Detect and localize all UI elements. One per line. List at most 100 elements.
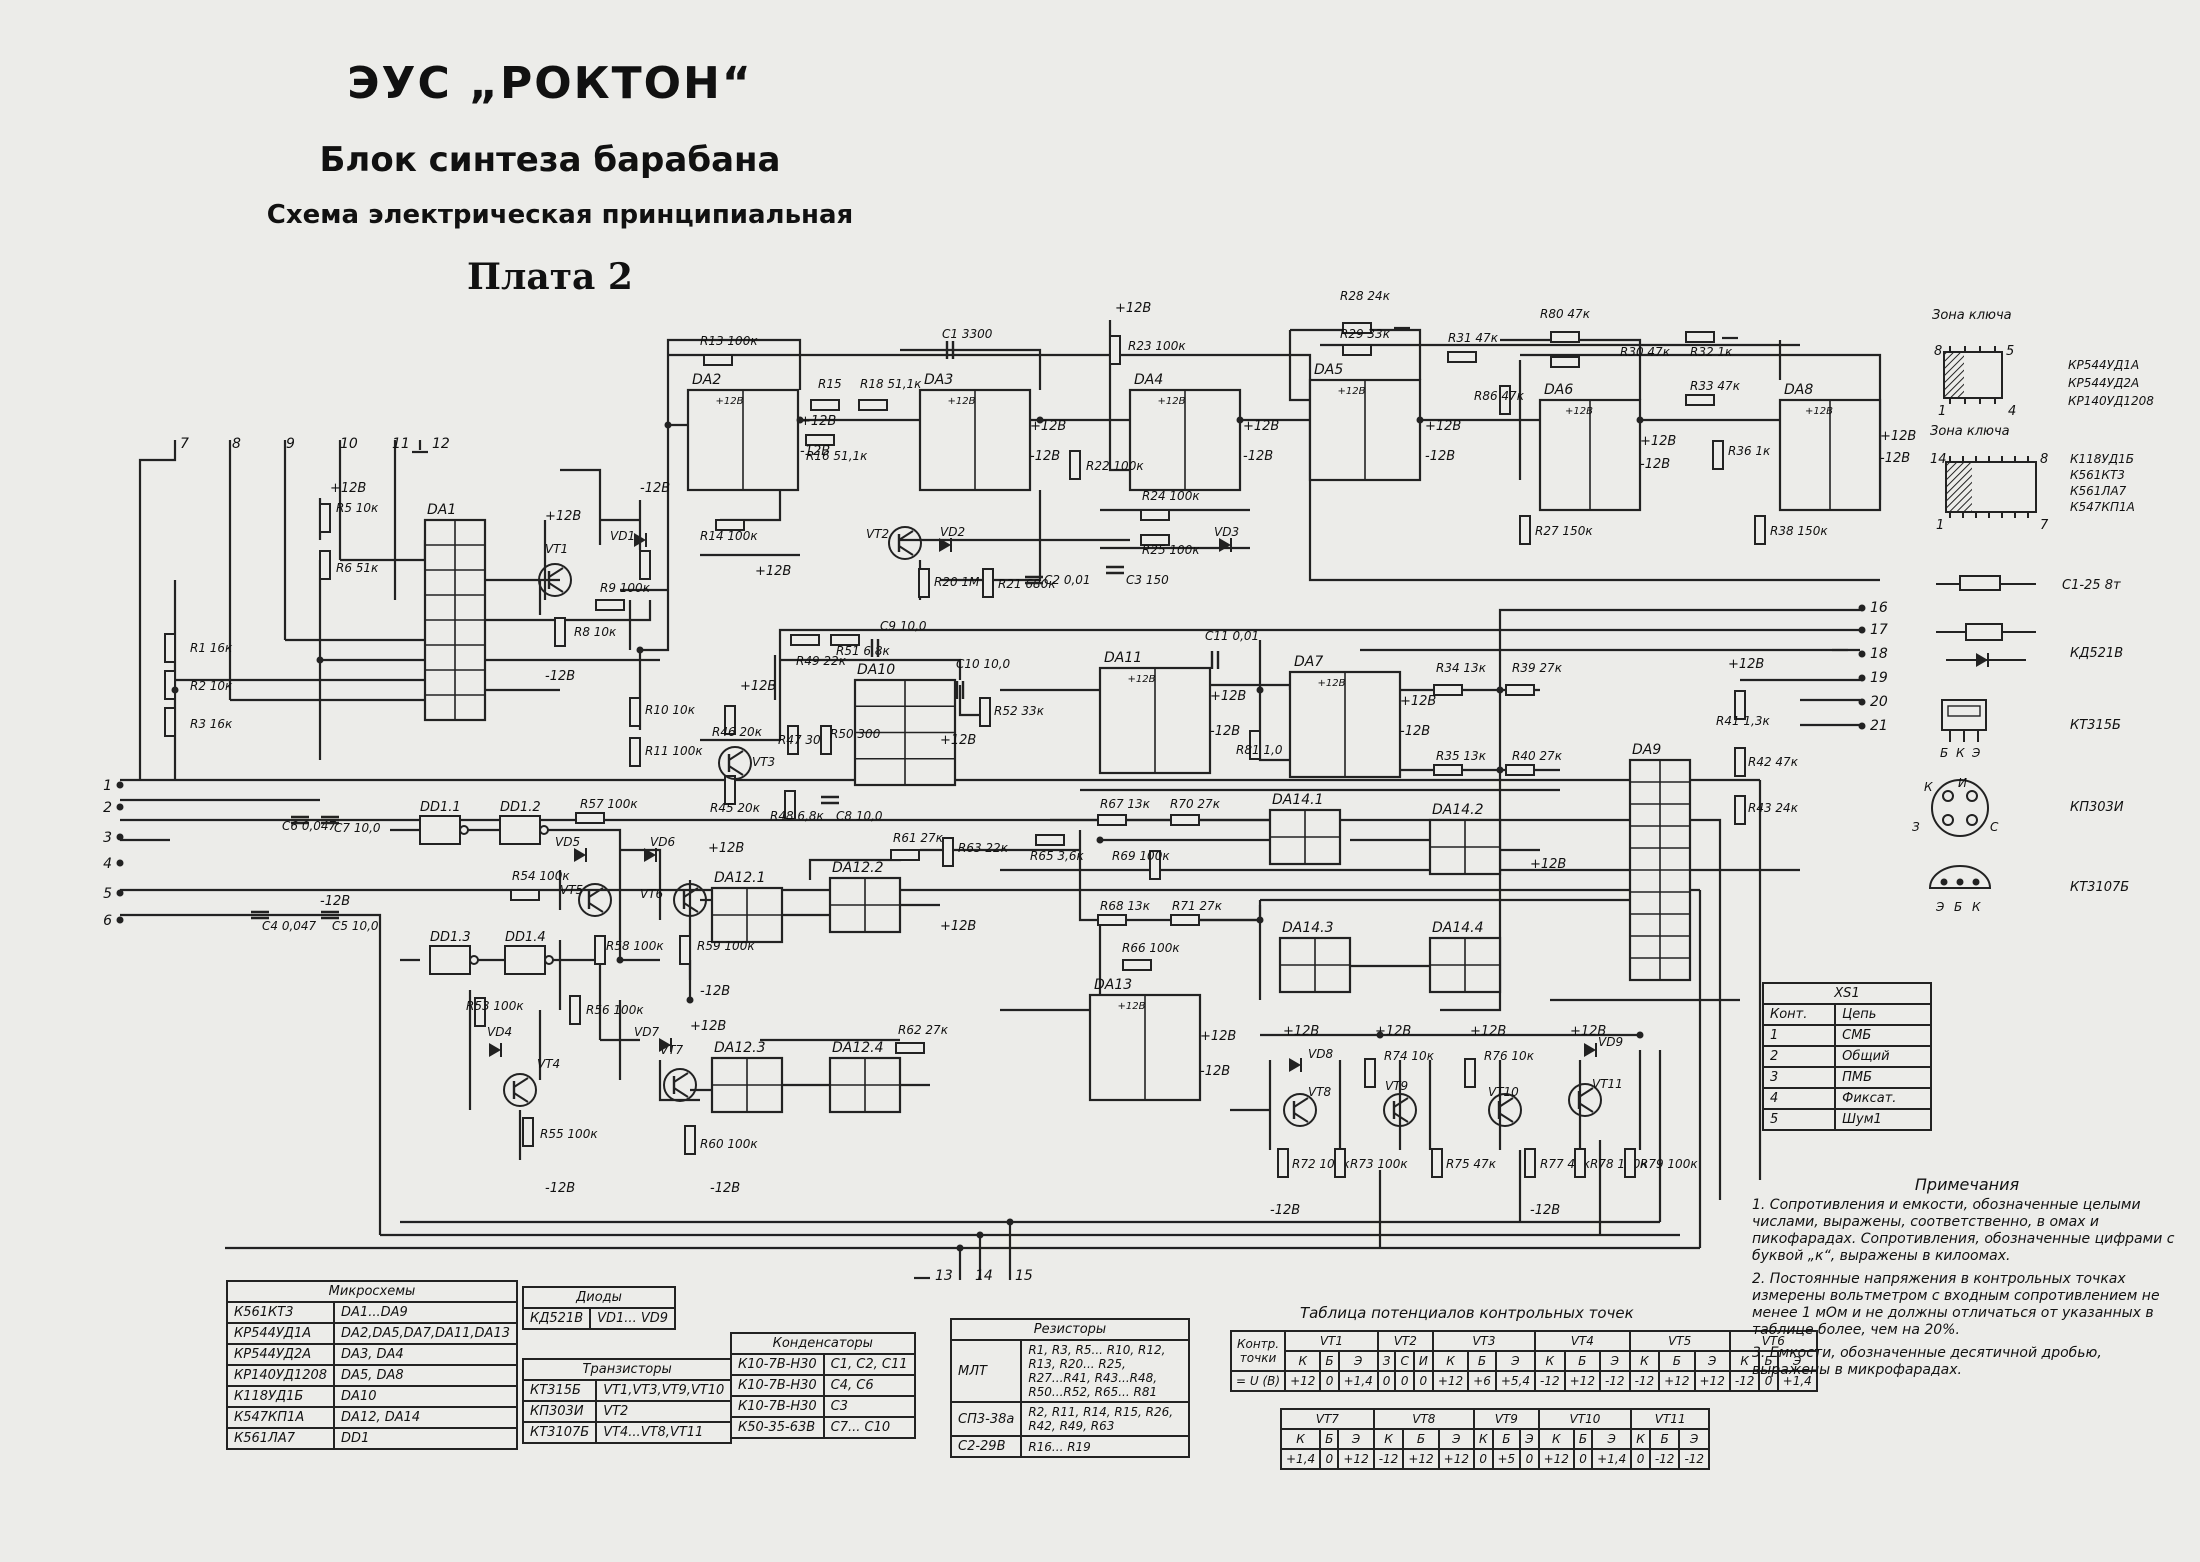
resistor-label: R69 100к	[1112, 849, 1170, 863]
junction-dot	[116, 833, 124, 841]
legend-kp303-type: КП303И	[2070, 800, 2124, 815]
resistor	[787, 725, 799, 755]
resistor	[639, 550, 651, 580]
resistor-label: R10 10к	[645, 703, 696, 717]
resistor	[1499, 385, 1511, 415]
resistor-label: R70 27к	[1170, 797, 1221, 811]
transistor-label: VT8	[1308, 1085, 1332, 1099]
resistor	[1734, 795, 1746, 825]
cp-terminal: С	[1394, 1350, 1415, 1372]
rail-label: -12В	[320, 894, 350, 909]
resistor-label: R16 51,1к	[806, 449, 868, 463]
resistor-label: R46 20к	[712, 725, 763, 739]
legend-kt315-pin-b: Б	[1940, 746, 1949, 760]
resistor	[1524, 1148, 1536, 1178]
resistor-label: R49 22к	[796, 654, 847, 668]
transistor	[513, 1092, 529, 1103]
resistor-label: R34 13к	[1436, 661, 1487, 675]
cp-group-header: VT9	[1472, 1408, 1540, 1430]
chip-label: DA9	[1632, 742, 1661, 758]
transistor-table-title: Транзисторы	[521, 1358, 733, 1381]
junction-dot	[976, 1231, 984, 1239]
cp-terminal: Э	[1437, 1428, 1475, 1450]
nand-gate	[499, 815, 541, 845]
title-board: Плата 2	[467, 256, 633, 298]
resistor-label: R8 10к	[574, 625, 617, 639]
resistor	[319, 550, 331, 580]
cp-terminal: Э	[1519, 1428, 1540, 1450]
resistor-label: R36 1к	[1728, 444, 1771, 458]
capacitor-label: C6 0,047	[282, 819, 337, 833]
chip-mark: +12В	[948, 396, 976, 407]
capacitor-label: C5 10,0	[332, 919, 379, 933]
cp-value: +12	[1658, 1370, 1696, 1392]
chip-mark: +12В	[1158, 396, 1186, 407]
resistor	[1342, 344, 1372, 356]
junction-dot	[1636, 1031, 1644, 1039]
resistor-label: R55 100к	[540, 1127, 598, 1141]
resistor-label: R1 16к	[190, 641, 233, 655]
capacitor-label: C10 10,0	[956, 657, 1011, 671]
rail-label: +12В	[330, 481, 366, 496]
resistor-label: R66 100к	[1122, 941, 1180, 955]
legend-kt315-type: КТ315Б	[2070, 718, 2121, 733]
resistor	[1249, 730, 1261, 760]
legend-dip14-pin8: 8	[2040, 452, 2049, 467]
gate-label: DD1.3	[430, 930, 471, 945]
cp-value: +12	[1431, 1370, 1470, 1392]
diode-refs: VD1... VD9	[589, 1307, 677, 1330]
chip-label: DA14.2	[1432, 802, 1484, 818]
resistor-type: МЛТ	[949, 1339, 1023, 1403]
cp-terminal: К	[1728, 1350, 1761, 1372]
resistor-label: R57 100к	[580, 797, 638, 811]
pin-label: 21	[1870, 718, 1888, 734]
micro-table-title: Микросхемы	[226, 1280, 518, 1303]
micro-type: КР544УД1А	[225, 1322, 336, 1345]
transistor	[1283, 1093, 1317, 1127]
pin-label: 14	[975, 1268, 993, 1284]
cp-value: -12	[1648, 1448, 1681, 1470]
diode-label: VD6	[650, 835, 675, 849]
transistor	[673, 1072, 689, 1083]
diode	[1219, 538, 1231, 552]
resistor	[724, 705, 736, 735]
pin-label: 5	[103, 886, 112, 902]
junction-dot	[116, 859, 124, 867]
resistor-label: R68 13к	[1100, 899, 1151, 913]
transistor	[588, 887, 604, 898]
resistor	[858, 399, 888, 411]
chip-mark: +12В	[1318, 678, 1346, 689]
resistor	[820, 725, 832, 755]
xs1-contact: 1	[1761, 1024, 1837, 1047]
resistor	[1069, 450, 1081, 480]
resistor-refs: R1, R3, R5... R10, R12, R13, R20... R25,…	[1020, 1339, 1190, 1403]
resistor	[1754, 515, 1766, 545]
cp-value: +1,4	[1337, 1370, 1379, 1392]
rail-label: -12В	[1530, 1203, 1560, 1218]
junction-dot	[116, 916, 124, 924]
transistor	[1293, 1112, 1309, 1123]
rail-label: +12В	[1200, 1029, 1236, 1044]
transistor-label: VT6	[640, 887, 664, 901]
resistor-label: R61 27к	[893, 831, 944, 845]
dip14-key-zone	[1946, 462, 1972, 512]
legend-dip14-type-1: К118УД1Б	[2070, 452, 2134, 466]
capacitor-label: C2 0,01	[1044, 573, 1091, 587]
resistor-refs: R2, R11, R14, R15, R26, R42, R49, R63	[1020, 1401, 1190, 1437]
resistor-label: R60 100к	[700, 1137, 758, 1151]
rail-label: -12В	[1030, 449, 1060, 464]
capacitor-label: C1 3300	[942, 327, 993, 341]
rail-label: +12В	[740, 679, 776, 694]
junction-dot	[1858, 650, 1866, 658]
wire	[560, 468, 602, 545]
cp-terminal: К	[1431, 1350, 1470, 1372]
resistor	[1505, 684, 1535, 696]
resistor	[1712, 440, 1724, 470]
diode	[1289, 1058, 1301, 1072]
cp-value: +12	[1402, 1448, 1440, 1470]
